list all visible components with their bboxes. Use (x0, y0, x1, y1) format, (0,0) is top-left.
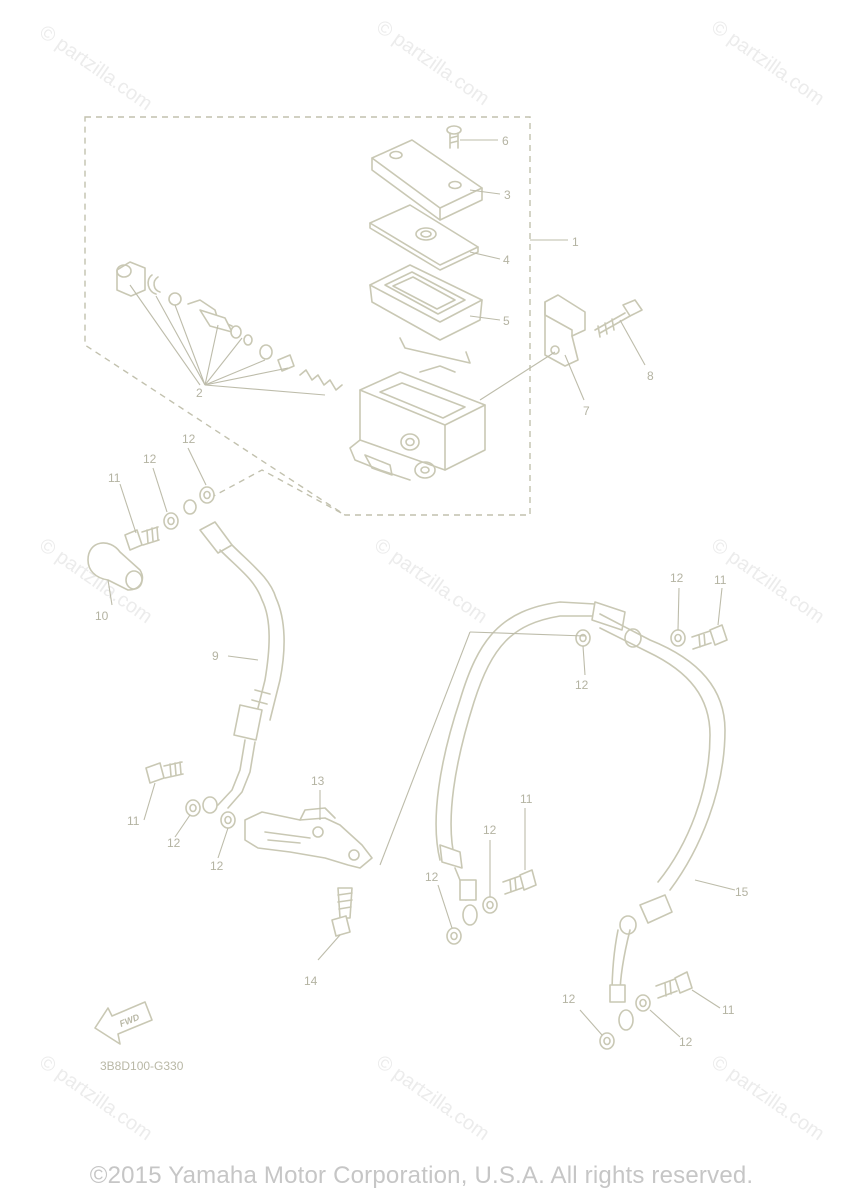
union-bolt-part-11-right-top (691, 624, 728, 650)
callout-12: 12 (143, 452, 157, 466)
bolt-part-8 (594, 299, 643, 338)
piston-kit-part-2 (116, 261, 343, 391)
callout-labels: 6 3 4 5 1 2 7 8 11 12 12 10 9 11 12 12 1… (95, 134, 749, 1049)
callout-4: 4 (503, 253, 510, 267)
assembly-boundary (84, 116, 531, 516)
callout-10: 10 (95, 609, 109, 623)
assembly-boundary-lower (209, 469, 346, 516)
watermark: © partzilla.com (372, 16, 493, 110)
callout-6: 6 (502, 134, 509, 148)
callout-11: 11 (520, 792, 533, 806)
callout-11: 11 (722, 1003, 735, 1017)
callout-11: 11 (108, 471, 121, 485)
holder-part-7 (544, 294, 586, 367)
watermark: © partzilla.com (707, 16, 828, 110)
callout-9: 9 (212, 649, 219, 663)
union-bolt-part-11-top-left (124, 526, 160, 551)
reservoir-cap-part-3 (371, 139, 483, 221)
callout-12: 12 (562, 992, 576, 1006)
brake-hose-part-9 (183, 499, 285, 814)
diaphragm-part-5 (369, 264, 483, 364)
union-bolt-part-11-mid-left (145, 761, 184, 784)
callout-3: 3 (504, 188, 511, 202)
callout-12: 12 (575, 678, 589, 692)
callout-2: 2 (196, 386, 203, 400)
union-bolt-part-11-bottom-right (655, 971, 693, 999)
bolt-part-14 (331, 887, 353, 937)
callout-7: 7 (583, 404, 590, 418)
cap-part-10 (87, 542, 144, 591)
watermark: © partzilla.com (372, 1051, 493, 1145)
callout-12: 12 (182, 432, 196, 446)
bracket-part-13 (244, 807, 373, 869)
callout-12: 12 (425, 870, 439, 884)
callout-13: 13 (311, 774, 325, 788)
callout-15: 15 (735, 885, 749, 899)
callout-1: 1 (572, 235, 579, 249)
watermark: © partzilla.com (707, 1051, 828, 1145)
callout-11: 11 (127, 814, 140, 828)
union-bolt-part-11-center (502, 869, 537, 895)
copyright-notice: ©2015 Yamaha Motor Corporation, U.S.A. A… (89, 1162, 754, 1189)
forward-arrow-icon: FWD (94, 1001, 153, 1045)
callout-12: 12 (679, 1035, 693, 1049)
leader-lines (107, 139, 736, 1038)
callout-12: 12 (670, 571, 684, 585)
master-cylinder-body-part-1 (349, 365, 486, 481)
washers-part-12 (163, 486, 686, 1050)
callout-12: 12 (483, 823, 497, 837)
watermark: © partzilla.com (35, 21, 156, 115)
callout-14: 14 (304, 974, 318, 988)
callout-12: 12 (167, 836, 181, 850)
diagram-code: 3B8D100-G330 (100, 1059, 184, 1073)
callout-8: 8 (647, 369, 654, 383)
diaphragm-plate-part-4 (369, 204, 479, 271)
callout-11: 11 (714, 573, 727, 587)
callout-5: 5 (503, 314, 510, 328)
brake-hose-part-15 (435, 601, 726, 1031)
screw-part-6 (446, 125, 462, 149)
callout-12: 12 (210, 859, 224, 873)
watermark: © partzilla.com (370, 534, 491, 628)
